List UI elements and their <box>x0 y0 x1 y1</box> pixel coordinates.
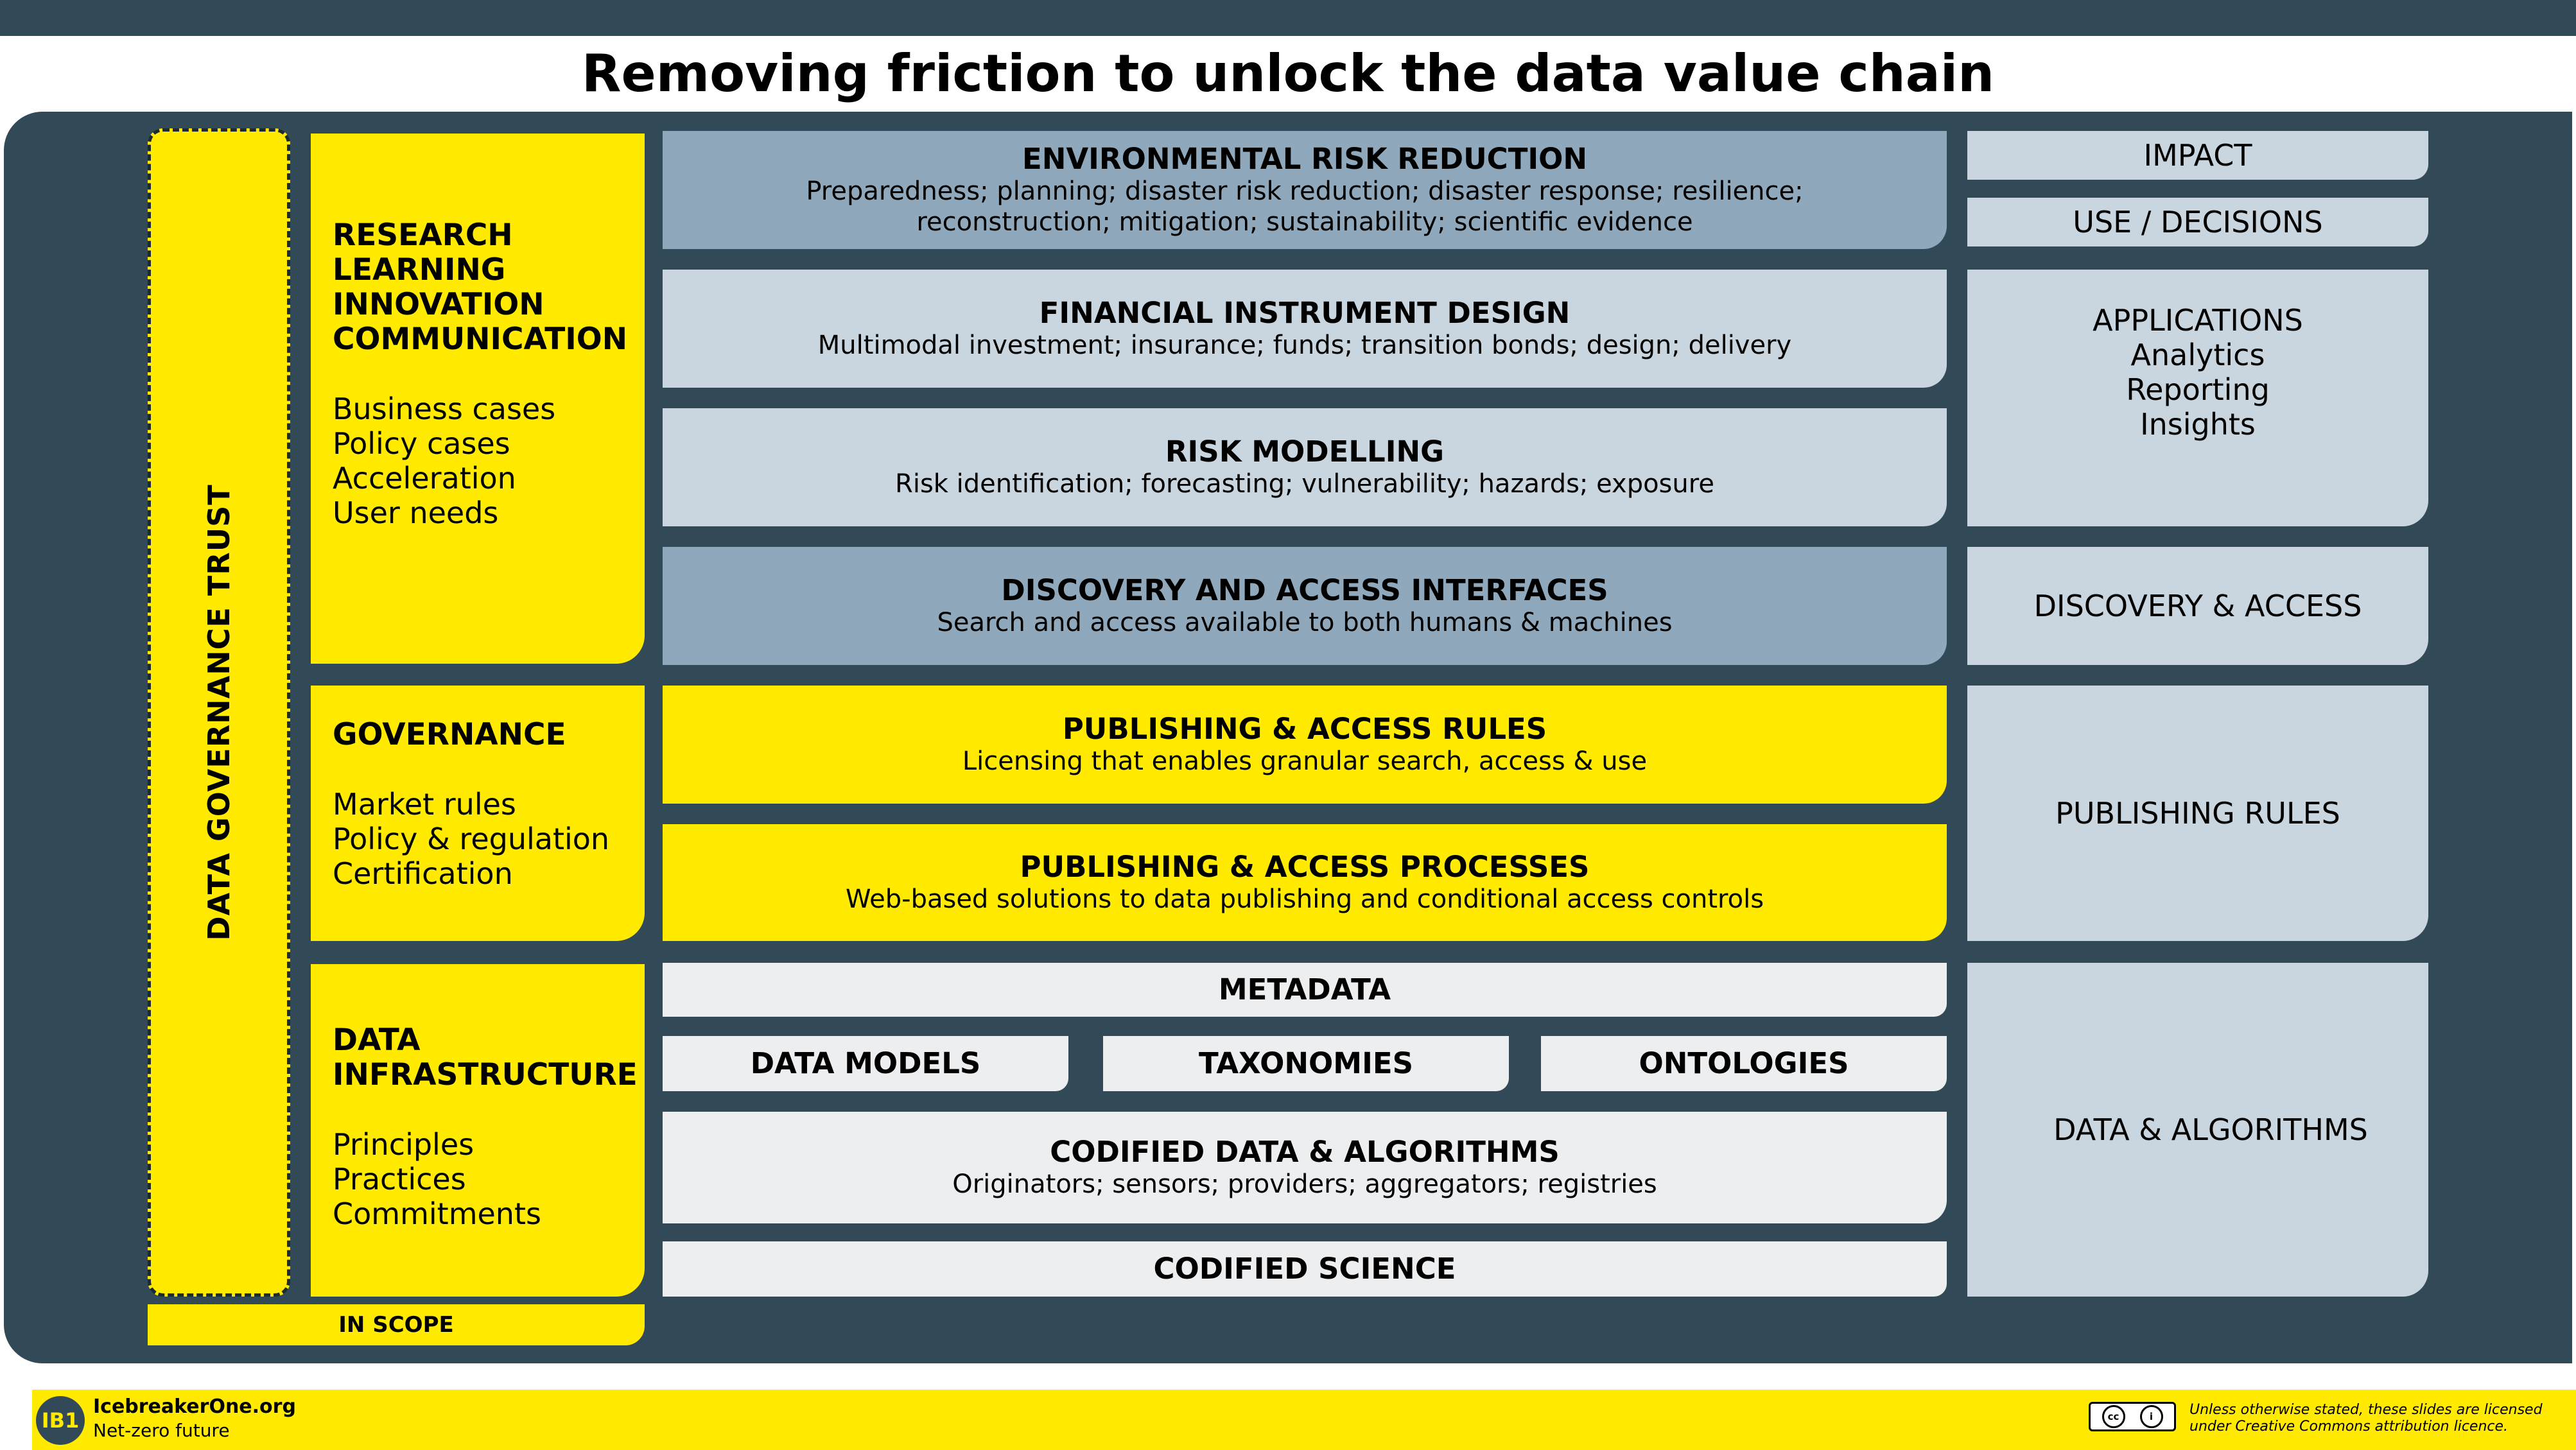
research-heading: RESEARCH <box>333 218 513 253</box>
block-title: CODIFIED DATA & ALGORITHMS <box>1050 1135 1560 1169</box>
infrastructure-item: Principles <box>333 1127 474 1162</box>
applications-item: Reporting <box>2126 372 2270 407</box>
by-icon: i <box>2139 1405 2163 1428</box>
block-title: METADATA <box>1218 972 1391 1006</box>
data-governance-trust-label: DATA GOVERNANCE TRUST <box>202 484 236 941</box>
governance-heading: GOVERNANCE <box>333 717 566 752</box>
publishing-rules-text: PUBLISHING RULES <box>2055 796 2340 831</box>
infrastructure-heading: INFRASTRUCTURE <box>333 1057 638 1092</box>
cc-icon: cc <box>2102 1405 2125 1428</box>
applications-item: Insights <box>2140 407 2256 442</box>
data-governance-trust-column: DATA GOVERNANCE TRUST <box>148 128 290 1297</box>
data-algorithms-box: DATA & ALGORITHMS <box>1967 963 2428 1297</box>
block-title: PUBLISHING & ACCESS RULES <box>1062 712 1547 746</box>
discovery-access-box: DISCOVERY & ACCESS <box>1967 547 2428 665</box>
tagline: Net-zero future <box>93 1420 230 1441</box>
publishing-rules-box: PUBLISHING RULES <box>1967 686 2428 941</box>
data-models-block: DATA MODELS <box>663 1036 1068 1091</box>
publishing-access-rules-block: PUBLISHING & ACCESS RULES Licensing that… <box>663 686 1947 804</box>
governance-item: Certification <box>333 856 513 891</box>
block-subtitle: Web-based solutions to data publishing a… <box>845 885 1764 914</box>
research-item: Policy cases <box>333 426 510 461</box>
page-title: Removing friction to unlock the data val… <box>581 44 1995 103</box>
block-title: PUBLISHING & ACCESS PROCESSES <box>1020 850 1590 884</box>
block-subtitle: Multimodal investment; insurance; funds;… <box>817 331 1792 360</box>
taxonomies-block: TAXONOMIES <box>1103 1036 1509 1091</box>
discovery-access-text: DISCOVERY & ACCESS <box>2033 589 2362 623</box>
in-scope-label: IN SCOPE <box>148 1304 645 1345</box>
block-title: ENVIRONMENTAL RISK REDUCTION <box>1022 142 1588 176</box>
impact-text: IMPACT <box>2143 138 2252 173</box>
risk-modelling-block: RISK MODELLING Risk identification; fore… <box>663 408 1947 526</box>
research-item: User needs <box>333 496 499 530</box>
block-title: TAXONOMIES <box>1199 1046 1413 1080</box>
metadata-block: METADATA <box>663 963 1947 1017</box>
codified-science-block: CODIFIED SCIENCE <box>663 1241 1947 1297</box>
block-subtitle: Originators; sensors; providers; aggrega… <box>952 1169 1657 1199</box>
publishing-access-processes-block: PUBLISHING & ACCESS PROCESSES Web-based … <box>663 824 1947 941</box>
creative-commons-icon: cc i <box>2089 1402 2176 1431</box>
innovation-heading: INNOVATION <box>333 287 544 322</box>
impact-label: IMPACT <box>1967 131 2428 180</box>
block-subtitle: reconstruction; mitigation; sustainabili… <box>916 207 1693 237</box>
block-title: RISK MODELLING <box>1165 435 1445 469</box>
block-title: CODIFIED SCIENCE <box>1153 1252 1456 1286</box>
communication-heading: COMMUNICATION <box>333 322 628 357</box>
data-algorithms-text: DATA & ALGORITHMS <box>2053 1112 2368 1147</box>
applications-heading: APPLICATIONS <box>2093 303 2303 338</box>
governance-item: Market rules <box>333 787 516 822</box>
block-subtitle: Search and access available to both huma… <box>937 608 1673 637</box>
block-subtitle: Licensing that enables granular search, … <box>962 747 1648 776</box>
codified-data-algorithms-block: CODIFIED DATA & ALGORITHMS Originators; … <box>663 1112 1947 1223</box>
governance-item: Policy & regulation <box>333 822 610 856</box>
ib1-logo: IB1 <box>36 1396 85 1445</box>
block-title: FINANCIAL INSTRUMENT DESIGN <box>1039 296 1571 330</box>
block-title: ONTOLOGIES <box>1639 1046 1849 1080</box>
infrastructure-item: Commitments <box>333 1196 541 1231</box>
infrastructure-item: Practices <box>333 1162 466 1196</box>
use-decisions-label: USE / DECISIONS <box>1967 198 2428 246</box>
research-item: Acceleration <box>333 461 516 496</box>
governance-box: GOVERNANCE Market rules Policy & regulat… <box>311 686 645 941</box>
org-link[interactable]: IcebreakerOne.org <box>93 1395 296 1418</box>
research-box: RESEARCH LEARNING INNOVATION COMMUNICATI… <box>311 134 645 664</box>
data-heading: DATA <box>333 1023 421 1058</box>
use-decisions-text: USE / DECISIONS <box>2073 205 2323 239</box>
research-item: Business cases <box>333 392 556 426</box>
block-subtitle: Risk identification; forecasting; vulner… <box>895 469 1714 499</box>
license-line: Unless otherwise stated, these slides ar… <box>2189 1402 2543 1418</box>
discovery-access-interfaces-block: DISCOVERY AND ACCESS INTERFACES Search a… <box>663 547 1947 665</box>
license-text: Unless otherwise stated, these slides ar… <box>2189 1402 2543 1435</box>
license-line: under Creative Commons attribution licen… <box>2189 1419 2509 1435</box>
block-title: DATA MODELS <box>750 1046 981 1080</box>
applications-item: Analytics <box>2130 338 2265 372</box>
learning-heading: LEARNING <box>333 252 506 288</box>
financial-instrument-design-block: FINANCIAL INSTRUMENT DESIGN Multimodal i… <box>663 270 1947 388</box>
block-title: DISCOVERY AND ACCESS INTERFACES <box>1001 573 1608 607</box>
top-bar <box>0 0 2576 36</box>
block-subtitle: Preparedness; planning; disaster risk re… <box>806 177 1804 206</box>
data-infrastructure-box: DATA INFRASTRUCTURE Principles Practices… <box>311 964 645 1297</box>
applications-box: APPLICATIONS Analytics Reporting Insight… <box>1967 270 2428 526</box>
environmental-risk-reduction-block: ENVIRONMENTAL RISK REDUCTION Preparednes… <box>663 131 1947 249</box>
ontologies-block: ONTOLOGIES <box>1541 1036 1947 1091</box>
